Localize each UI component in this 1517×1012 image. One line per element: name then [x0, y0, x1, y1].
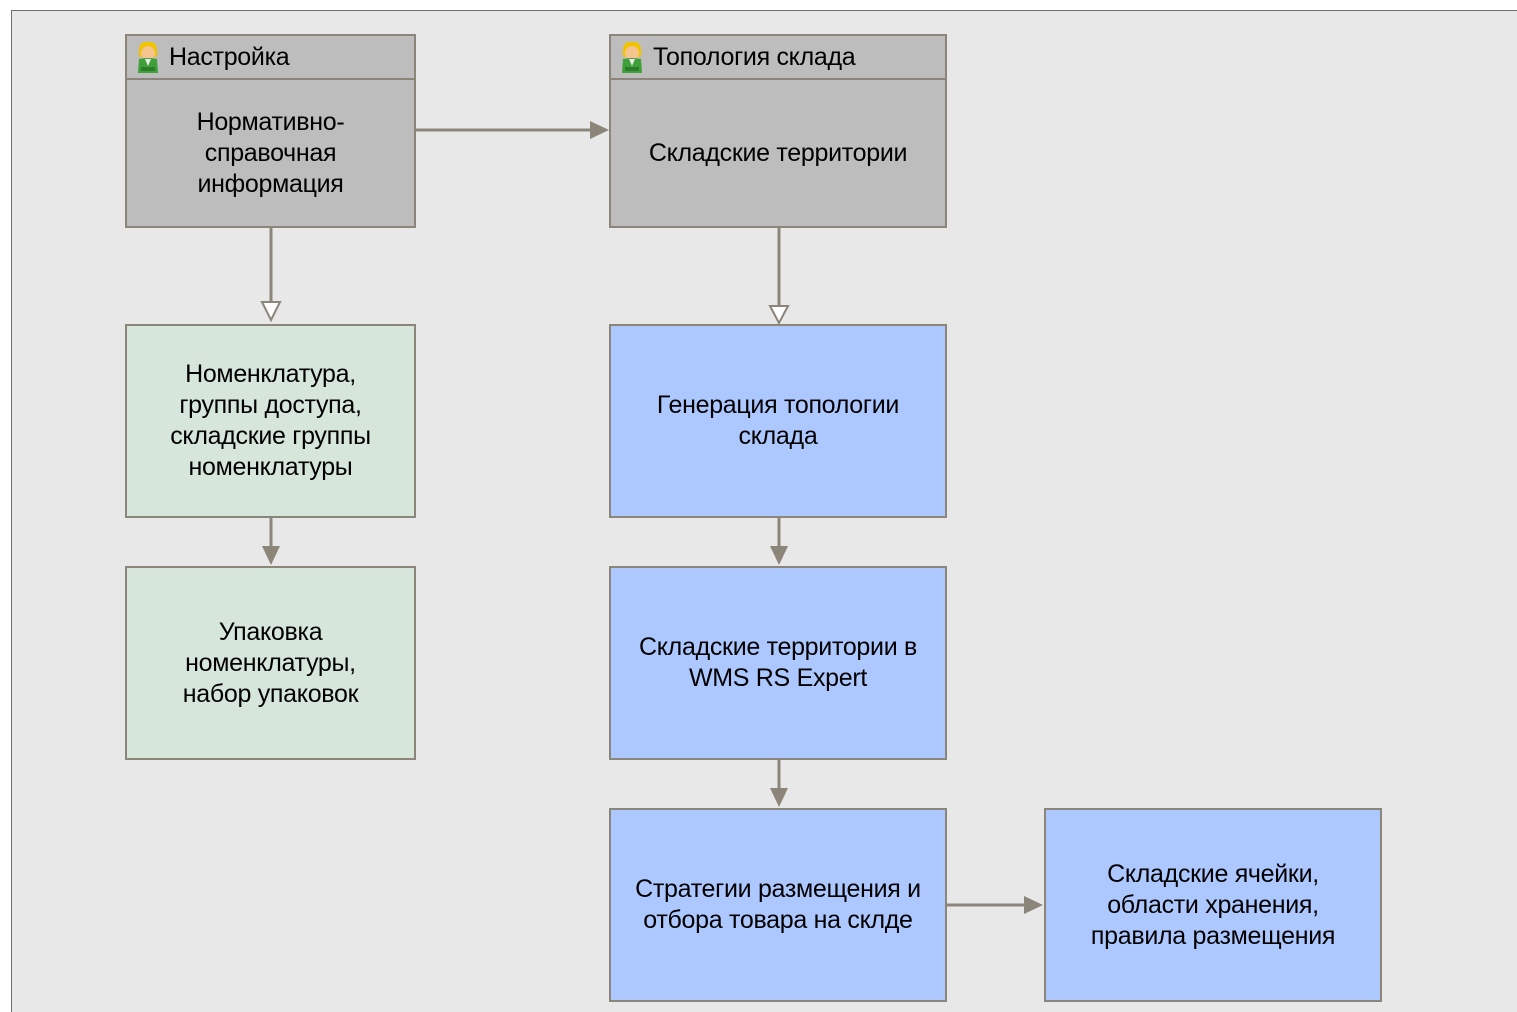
node-setup-text: Нормативно- справочная информация: [196, 107, 345, 198]
node-cells[interactable]: Складские ячейки, области хранения, прав…: [1044, 808, 1382, 1002]
node-setup-header-label: Настройка: [169, 42, 290, 71]
node-setup-header: Настройка: [127, 36, 414, 80]
person-icon: [622, 41, 642, 73]
node-topology[interactable]: Топология склада Складские территории: [609, 34, 947, 228]
hollow-arrowhead-setup-nomenclature: [260, 301, 282, 323]
node-strategies-text: Стратегии размещения и отбора товара на …: [635, 875, 921, 934]
node-wms-text: Складские территории в WMS RS Expert: [639, 633, 917, 692]
node-strategies[interactable]: Стратегии размещения и отбора товара на …: [609, 808, 947, 1002]
node-wms[interactable]: Складские территории в WMS RS Expert: [609, 566, 947, 760]
node-packaging-text: Упаковка номенклатуры, набор упаковок: [182, 617, 359, 708]
node-topology-text: Складские территории: [648, 138, 908, 167]
node-cells-text: Складские ячейки, области хранения, прав…: [1090, 859, 1336, 950]
node-generation[interactable]: Генерация топологии склада: [609, 324, 947, 518]
arrowhead-generation-wms: [770, 546, 788, 565]
arrowhead-strategies-cells: [1024, 896, 1043, 914]
person-icon: [138, 41, 158, 73]
node-nomenclature-text: Номенклатура, группы доступа, складские …: [170, 360, 371, 481]
arrowhead-wms-strategies: [770, 788, 788, 807]
node-nomenclature[interactable]: Номенклатура, группы доступа, складские …: [125, 324, 416, 518]
arrowhead-setup-topology: [590, 121, 609, 139]
node-generation-text: Генерация топологии склада: [656, 391, 900, 450]
hollow-arrowhead-topology-generation: [768, 305, 790, 326]
node-topology-header: Топология склада: [611, 36, 945, 80]
node-packaging[interactable]: Упаковка номенклатуры, набор упаковок: [125, 566, 416, 760]
arrowhead-nomenclature-packaging: [262, 546, 280, 565]
node-topology-header-label: Топология склада: [653, 42, 856, 71]
node-setup[interactable]: Настройка Нормативно- справочная информа…: [125, 34, 416, 228]
